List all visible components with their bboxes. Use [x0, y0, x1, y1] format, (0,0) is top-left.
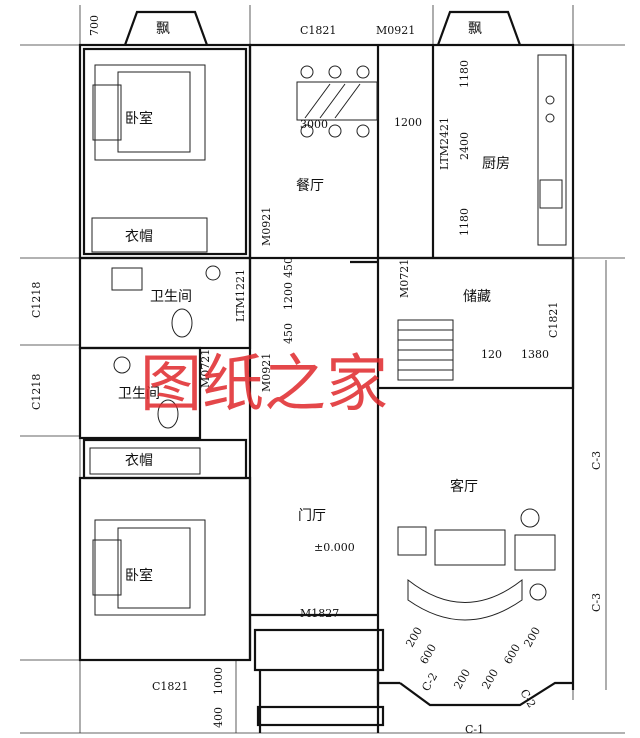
dim-1200-table: 1200	[394, 116, 422, 129]
tag-m0921-top: M0921	[376, 24, 415, 37]
dim-200-a: 200	[403, 625, 425, 650]
tag-c3-b: C-3	[590, 593, 603, 612]
room-bedroom-top: 卧室	[125, 110, 153, 127]
walls	[78, 10, 575, 733]
tag-c1821-bottom: C1821	[152, 680, 188, 693]
tag-ltm2421: LTM2421	[438, 117, 451, 170]
bay-right-label: 飘	[468, 21, 482, 37]
room-closet-bottom: 衣帽	[125, 453, 153, 469]
room-living: 客厅	[450, 478, 478, 495]
dim-450: 450	[282, 257, 295, 278]
room-foyer: 门厅	[298, 508, 326, 524]
tag-c2-b: C-2	[517, 687, 538, 710]
dim-700: 700	[88, 15, 101, 36]
tag-m0721-b: M0721	[199, 349, 212, 388]
furniture	[89, 54, 567, 621]
room-bath-1: 卫生间	[150, 289, 192, 305]
tag-c1218-b: C1218	[30, 374, 43, 410]
room-closet-top: 衣帽	[125, 229, 153, 245]
watermark: 图纸之家	[140, 347, 388, 420]
tag-c1: C-1	[465, 723, 484, 736]
tag-m0721-a: M0721	[398, 259, 411, 298]
tag-c1218-a: C1218	[30, 282, 43, 318]
dim-1180-a: 1180	[458, 60, 471, 88]
dim-1380: 1380	[521, 348, 549, 361]
dim-1180-b: 1180	[458, 208, 471, 236]
dim-3000: 3000	[300, 118, 328, 131]
dim-200-d: 200	[521, 625, 543, 650]
room-dining: 餐厅	[296, 178, 324, 194]
level-mark: ±0.000	[314, 541, 355, 554]
dim-600-b: 600	[501, 642, 523, 667]
bay-left-label: 飘	[156, 21, 170, 37]
dim-1000: 1000	[212, 667, 225, 695]
dim-200-c: 200	[479, 667, 501, 692]
room-bath-2: 卫生间	[118, 386, 160, 402]
room-storage: 储藏	[463, 289, 491, 305]
dim-1200-bath: 1200	[282, 282, 295, 310]
tag-ltm1221: LTM1221	[234, 269, 247, 322]
tag-m0921-side: M0921	[260, 207, 273, 246]
dim-120: 120	[481, 348, 502, 361]
dim-450-b: 450	[282, 323, 295, 344]
room-bedroom-bottom: 卧室	[125, 567, 153, 584]
dim-2400: 2400	[458, 132, 471, 160]
tag-c1821-right: C1821	[547, 302, 560, 338]
tag-m0921-mid: M0921	[260, 353, 273, 392]
tag-c1821-top: C1821	[300, 24, 336, 37]
room-labels: 卧室 衣帽 餐厅 厨房 卫生间 卫生间 储藏 衣帽 门厅 客厅 卧室 飘 飘	[118, 21, 510, 584]
dim-200-b: 200	[451, 667, 473, 692]
tag-m1827: M1827	[300, 607, 339, 620]
tag-c3-a: C-3	[590, 451, 603, 470]
room-kitchen: 厨房	[482, 156, 510, 172]
tag-c2-a: C-2	[419, 670, 440, 693]
dim-600-a: 600	[417, 642, 439, 667]
dim-400: 400	[212, 707, 225, 728]
